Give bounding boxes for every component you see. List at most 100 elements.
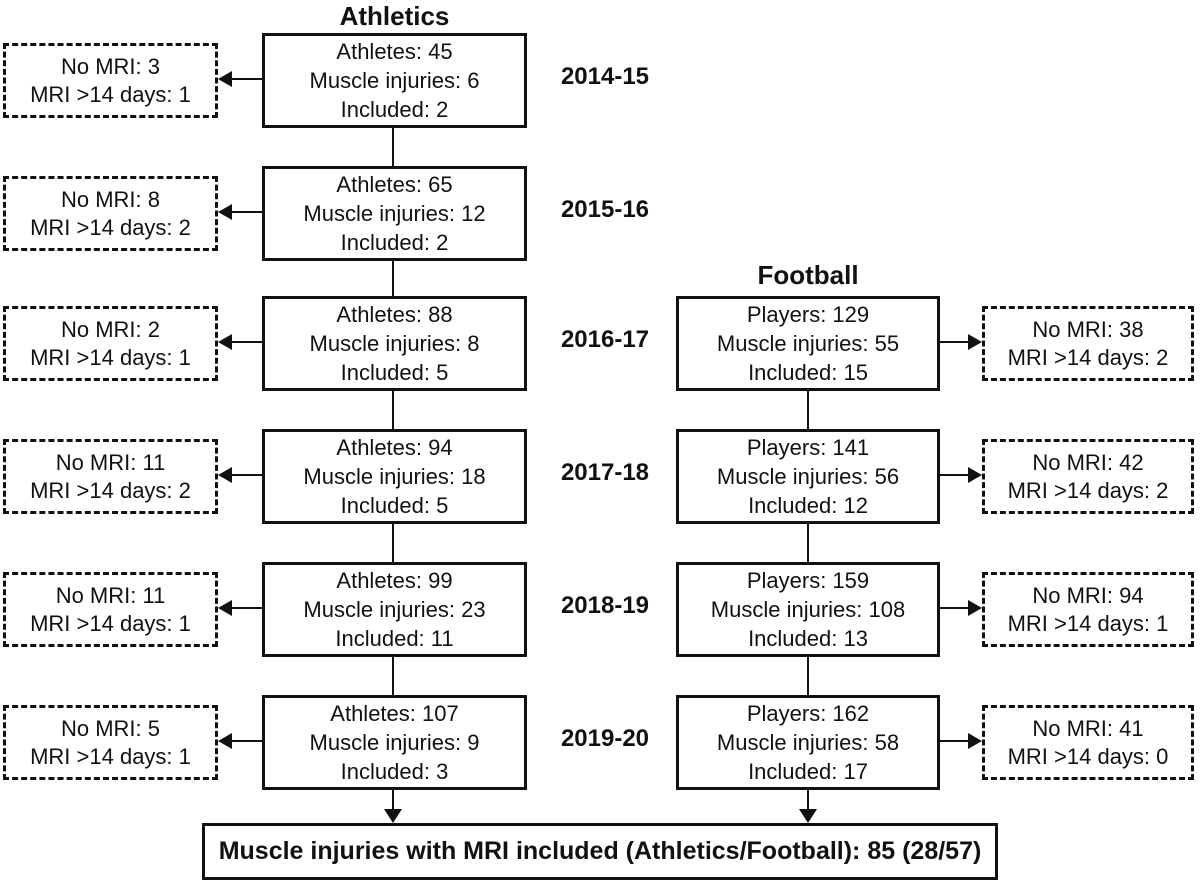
box-line: Muscle injuries: 56 <box>716 464 900 489</box>
box-line: Included: 5 <box>340 493 449 518</box>
athletics-exclusion-box-2016-17: No MRI: 2 MRI >14 days: 1 <box>3 306 218 381</box>
arrow-left-icon <box>218 600 232 616</box>
box-line: Muscle injuries: 55 <box>716 331 900 356</box>
football-exclusion-box-2016-17: No MRI: 38 MRI >14 days: 2 <box>982 306 1194 381</box>
exclusion-line: MRI >14 days: 1 <box>30 344 191 370</box>
athletics-box-2016-17: Athletes: 88 Muscle injuries: 8 Included… <box>262 296 527 391</box>
athletics-box-2015-16: Athletes: 65 Muscle injuries: 12 Include… <box>262 166 527 261</box>
season-label-2014-15: 2014-15 <box>560 63 650 90</box>
athletics-exclusion-box-2018-19: No MRI: 11 MRI >14 days: 1 <box>3 572 218 647</box>
connector-line <box>231 211 262 213</box>
football-box-2019-20: Players: 162 Muscle injuries: 58 Include… <box>676 695 940 790</box>
box-line: Athletes: 94 <box>336 435 453 460</box>
athletics-box-2019-20: Athletes: 107 Muscle injuries: 9 Include… <box>262 695 527 790</box>
connector-line <box>940 341 970 343</box>
connector-line <box>940 740 970 742</box>
box-line: Athletes: 65 <box>336 172 453 197</box>
connector-line <box>807 524 809 562</box>
football-exclusion-box-2019-20: No MRI: 41 MRI >14 days: 0 <box>982 705 1194 780</box>
football-exclusion-box-2018-19: No MRI: 94 MRI >14 days: 1 <box>982 572 1194 647</box>
athletics-column-title: Athletics <box>339 1 450 31</box>
box-line: Muscle injuries: 6 <box>309 68 480 93</box>
arrow-left-icon <box>218 467 232 483</box>
box-line: Muscle injuries: 8 <box>309 331 480 356</box>
connector-line <box>231 740 262 742</box>
exclusion-line: No MRI: 38 <box>1032 316 1144 342</box>
season-label-2018-19: 2018-19 <box>560 592 650 619</box>
arrow-right-icon <box>968 600 982 616</box>
exclusion-line: No MRI: 5 <box>60 715 161 741</box>
box-line: Athletes: 88 <box>336 302 453 327</box>
exclusion-line: No MRI: 41 <box>1032 715 1144 741</box>
athletics-box-2014-15: Athletes: 45 Muscle injuries: 6 Included… <box>262 33 527 128</box>
box-line: Muscle injuries: 58 <box>716 730 900 755</box>
exclusion-line: MRI >14 days: 2 <box>30 214 191 240</box>
box-line: Players: 159 <box>746 568 870 593</box>
football-box-2017-18: Players: 141 Muscle injuries: 56 Include… <box>676 429 940 524</box>
connector-line <box>807 391 809 429</box>
box-line: Athletes: 99 <box>336 568 453 593</box>
connector-line <box>231 341 262 343</box>
connector-line <box>392 128 394 166</box>
exclusion-line: MRI >14 days: 2 <box>1007 477 1169 503</box>
season-label-2016-17: 2016-17 <box>560 326 650 353</box>
arrow-left-icon <box>218 204 232 220</box>
arrow-right-icon <box>968 733 982 749</box>
exclusion-line: MRI >14 days: 1 <box>30 743 191 769</box>
box-line: Included: 17 <box>748 759 868 784</box>
box-line: Included: 5 <box>340 360 449 385</box>
exclusion-line: No MRI: 3 <box>60 53 161 79</box>
exclusion-line: No MRI: 11 <box>55 449 166 475</box>
box-line: Players: 162 <box>746 701 870 726</box>
arrow-down-icon <box>799 809 817 823</box>
connector-line <box>231 474 262 476</box>
connector-line <box>392 790 394 811</box>
summary-text: Muscle injuries with MRI included (Athle… <box>218 837 982 865</box>
box-line: Muscle injuries: 108 <box>710 597 906 622</box>
athletics-exclusion-box-2014-15: No MRI: 3 MRI >14 days: 1 <box>3 43 218 118</box>
arrow-right-icon <box>968 467 982 483</box>
connector-line <box>392 261 394 296</box>
football-column-title: Football <box>757 260 859 290</box>
box-line: Athletes: 107 <box>330 701 459 726</box>
football-box-2016-17: Players: 129 Muscle injuries: 55 Include… <box>676 296 940 391</box>
box-line: Players: 141 <box>746 435 870 460</box>
athletics-exclusion-box-2015-16: No MRI: 8 MRI >14 days: 2 <box>3 176 218 251</box>
exclusion-line: No MRI: 94 <box>1032 582 1144 608</box>
connector-line <box>940 474 970 476</box>
box-line: Included: 2 <box>340 97 449 122</box>
box-line: Athletes: 45 <box>336 39 453 64</box>
arrow-left-icon <box>218 334 232 350</box>
connector-line <box>231 78 262 80</box>
arrow-left-icon <box>218 71 232 87</box>
box-line: Muscle injuries: 23 <box>303 597 486 622</box>
connector-line <box>392 391 394 429</box>
connector-line <box>392 657 394 695</box>
athletics-box-2017-18: Athletes: 94 Muscle injuries: 18 Include… <box>262 429 527 524</box>
exclusion-line: No MRI: 2 <box>60 316 161 342</box>
box-line: Muscle injuries: 9 <box>309 730 480 755</box>
exclusion-line: MRI >14 days: 2 <box>30 477 191 503</box>
athletics-exclusion-box-2017-18: No MRI: 11 MRI >14 days: 2 <box>3 439 218 514</box>
box-line: Muscle injuries: 12 <box>303 201 486 226</box>
arrow-left-icon <box>218 733 232 749</box>
connector-line <box>807 657 809 695</box>
box-line: Players: 129 <box>746 302 870 327</box>
connector-line <box>807 790 809 811</box>
summary-box: Muscle injuries with MRI included (Athle… <box>202 823 998 880</box>
box-line: Included: 2 <box>340 230 449 255</box>
arrow-down-icon <box>384 809 402 823</box>
exclusion-line: No MRI: 42 <box>1032 449 1144 475</box>
connector-line <box>231 607 262 609</box>
exclusion-line: MRI >14 days: 2 <box>1007 344 1169 370</box>
athletics-exclusion-box-2019-20: No MRI: 5 MRI >14 days: 1 <box>3 705 218 780</box>
box-line: Included: 12 <box>748 493 868 518</box>
exclusion-line: MRI >14 days: 1 <box>1007 610 1169 636</box>
athletics-box-2018-19: Athletes: 99 Muscle injuries: 23 Include… <box>262 562 527 657</box>
season-label-2015-16: 2015-16 <box>560 196 650 223</box>
season-label-2017-18: 2017-18 <box>560 459 650 486</box>
football-exclusion-box-2017-18: No MRI: 42 MRI >14 days: 2 <box>982 439 1194 514</box>
exclusion-line: MRI >14 days: 1 <box>30 610 191 636</box>
exclusion-line: MRI >14 days: 1 <box>30 81 191 107</box>
